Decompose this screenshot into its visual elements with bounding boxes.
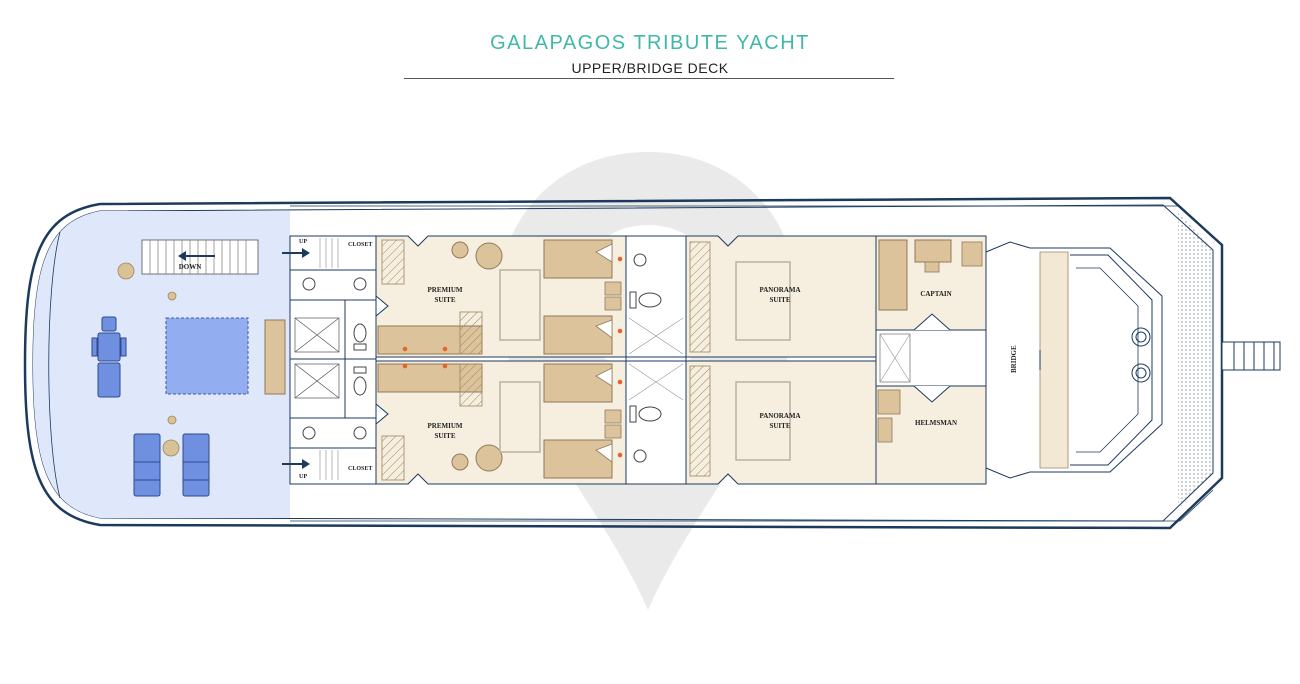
wardrobe (381, 239, 405, 285)
wardrobe (689, 241, 711, 353)
planter-icon (167, 291, 177, 301)
bow-dotted-area (1178, 212, 1213, 510)
wardrobe (459, 363, 483, 407)
stairs-up-icon (319, 238, 339, 480)
closet-label: CLOSET (348, 242, 372, 248)
page-title: GALAPAGOS TRIBUTE YACHT (490, 32, 810, 54)
premium-suite-label: SUITE (434, 432, 455, 440)
rug-outline (735, 261, 791, 461)
panorama-suite-label: PANORAMA (759, 286, 800, 294)
bollard-icon (1131, 327, 1151, 383)
sun-lounger-icon (182, 433, 210, 497)
bathroom-block (625, 235, 687, 485)
stairs-up-label: UP (299, 474, 307, 480)
bridge-label: BRIDGE (1010, 345, 1018, 373)
planter-icon (167, 415, 177, 425)
wardrobe (381, 435, 405, 481)
premium-suite-label: PREMIUM (428, 422, 463, 430)
captain-chair (924, 261, 940, 273)
captain-cabinet (961, 241, 983, 267)
side-table (451, 241, 469, 259)
wardrobe (689, 365, 711, 477)
gangway-icon (1221, 341, 1281, 371)
sundeck-area (33, 211, 290, 518)
premium-suite-label: PREMIUM (428, 286, 463, 294)
side-table (451, 453, 469, 471)
sink-icon (302, 277, 367, 440)
stairs-up-label: UP (299, 239, 307, 245)
crew-bathroom (875, 329, 987, 387)
stairwell-block (289, 235, 377, 485)
shower-icon (294, 317, 340, 399)
captain-desk (914, 239, 952, 263)
bar-counter (264, 319, 286, 395)
planter-icon (162, 439, 180, 457)
rug-outline (499, 269, 541, 453)
panorama-suite-label: SUITE (769, 422, 790, 430)
shower-icon (879, 333, 911, 383)
sun-lounger-icon (133, 433, 161, 497)
toilet-icon (353, 323, 367, 396)
shower-icon (628, 317, 684, 401)
helmsman-label: HELMSMAN (915, 419, 957, 427)
premium-suite-label: SUITE (434, 296, 455, 304)
panorama-suite-label: SUITE (769, 296, 790, 304)
page-subtitle: UPPER/BRIDGE DECK (571, 60, 729, 76)
panorama-suite-top (685, 235, 877, 358)
planter-icon (117, 262, 135, 280)
helmsman-desk (877, 389, 901, 415)
stairs-down-icon (141, 239, 259, 275)
massage-chair-icon (91, 316, 127, 398)
helmsman-cabinet (877, 417, 893, 443)
stairs-down-label: DOWN (179, 263, 202, 271)
helm-console-icon (1039, 251, 1069, 469)
title-divider (404, 78, 894, 79)
arrow-icon (282, 248, 310, 469)
jacuzzi-icon (165, 317, 249, 395)
captain-bed (878, 239, 908, 311)
panorama-suite-label: PANORAMA (759, 412, 800, 420)
captain-label: CAPTAIN (920, 290, 951, 298)
wardrobe (459, 311, 483, 355)
closet-label: CLOSET (348, 466, 372, 472)
bridge-room (985, 241, 1163, 479)
